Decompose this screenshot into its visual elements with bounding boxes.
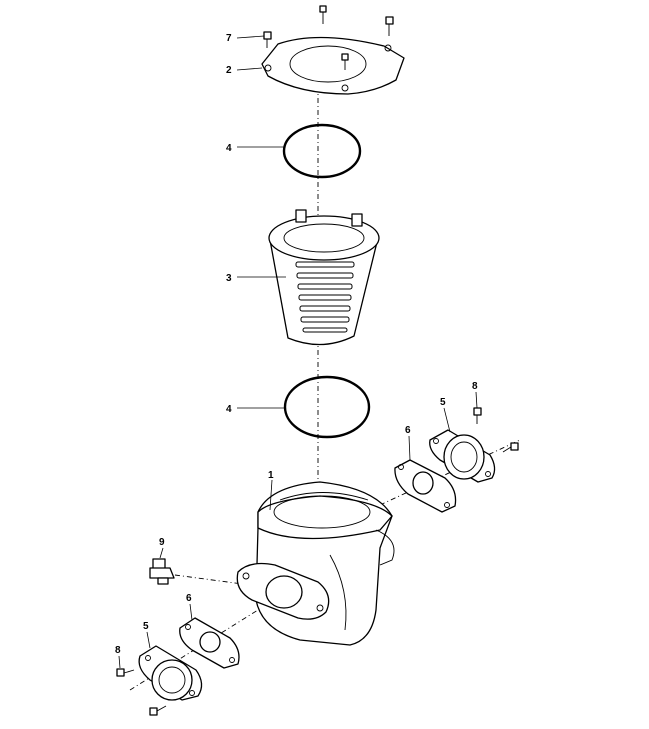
callout-union-screw-right: 8 (472, 381, 478, 392)
callout-body: 1 (268, 470, 274, 481)
union-screw-left-top (116, 668, 135, 677)
pump-body (255, 481, 395, 646)
o-ring-lower (283, 375, 371, 439)
cover-screw-right (385, 16, 394, 36)
o-ring-upper (282, 123, 362, 179)
cover-plate (261, 36, 405, 95)
union-screw-right-bottom (502, 442, 519, 453)
body-inlet-flange (236, 562, 330, 620)
callout-oring-upper: 4 (226, 143, 232, 154)
callout-cover: 2 (226, 65, 232, 76)
cover-screw-left (263, 31, 272, 48)
callout-oring-lower: 4 (226, 404, 232, 415)
callout-cover-screw: 7 (226, 33, 232, 44)
callout-gasket-left: 6 (186, 593, 192, 604)
strainer-basket (268, 209, 380, 346)
callout-union-screw-left: 8 (115, 645, 121, 656)
callout-gasket-right: 6 (405, 425, 411, 436)
gasket-right (394, 459, 457, 513)
callout-union-left: 5 (143, 621, 149, 632)
cover-screw-center (341, 53, 349, 70)
callout-drain-plug: 9 (159, 537, 165, 548)
union-left (138, 645, 203, 701)
cover-screw-top (319, 5, 327, 24)
drain-plug (149, 558, 175, 585)
callout-basket: 3 (226, 273, 232, 284)
callout-union-right: 5 (440, 397, 446, 408)
gasket-left (179, 617, 240, 669)
port-axis-right (379, 439, 521, 506)
union-screw-left-bottom (149, 705, 167, 716)
union-right (429, 429, 496, 483)
union-screw-right-top (473, 407, 482, 424)
